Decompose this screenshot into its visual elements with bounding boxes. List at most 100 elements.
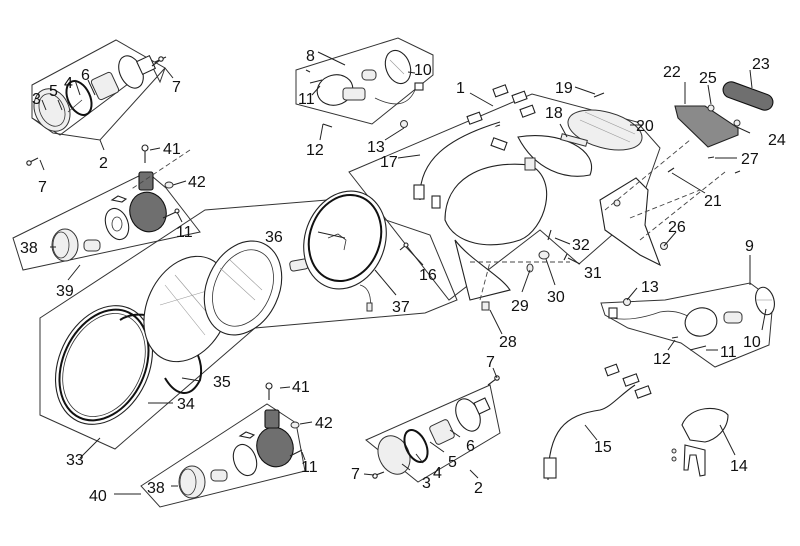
callout-16: 16 — [419, 267, 437, 284]
callout-32: 32 — [572, 237, 590, 254]
callout-4: 4 — [433, 465, 442, 482]
screw-21 — [667, 167, 675, 173]
screw-7-lower-left — [372, 471, 385, 479]
callouts: 1 2 2 3 3 4 4 5 5 6 6 7 7 7 7 8 9 10 10 … — [20, 48, 786, 505]
tail-body — [444, 109, 643, 301]
parts — [26, 49, 775, 499]
bolt-41-bottom — [265, 382, 273, 400]
alignment-lines — [129, 139, 726, 301]
callout-37: 37 — [392, 299, 410, 316]
callout-7: 7 — [172, 79, 181, 96]
callout-11: 11 — [720, 344, 737, 361]
callout-31: 31 — [584, 265, 602, 282]
callout-34: 34 — [177, 396, 195, 413]
callout-2: 2 — [474, 480, 483, 497]
callout-30: 30 — [547, 289, 565, 306]
callout-21: 21 — [704, 193, 722, 210]
screw-19 — [593, 92, 605, 98]
callout-40: 40 — [89, 488, 107, 505]
callout-10: 10 — [414, 62, 432, 79]
callout-22: 22 — [663, 64, 681, 81]
callout-33: 33 — [66, 452, 84, 469]
side-signal-9 — [608, 286, 775, 351]
callout-29: 29 — [511, 298, 529, 315]
reflector-housing-22 — [674, 105, 739, 148]
screws-27 — [707, 156, 741, 174]
side-signal-8 — [309, 49, 424, 106]
callout-5: 5 — [49, 83, 58, 100]
bolt-41-top — [141, 144, 149, 163]
screw-7-lower-top — [487, 375, 500, 386]
headlight-assembly — [54, 190, 387, 425]
washer-42-top — [164, 181, 174, 189]
turn-signal-rear-left — [33, 54, 167, 132]
group-outline-front-signal-39 — [12, 171, 201, 271]
nut-13-top — [400, 120, 408, 128]
grommets-24-25 — [707, 104, 741, 127]
callout-9: 9 — [745, 238, 754, 255]
group-outline-side-signal-9 — [600, 282, 774, 368]
callout-38: 38 — [20, 240, 38, 257]
callout-5: 5 — [448, 454, 457, 471]
callout-11: 11 — [176, 224, 193, 241]
callout-17: 17 — [380, 154, 398, 171]
cable-15 — [543, 363, 652, 481]
group-outlines — [12, 37, 774, 508]
callout-25: 25 — [699, 70, 717, 87]
nut-13-right — [623, 298, 631, 306]
callout-42: 42 — [188, 174, 206, 191]
group-outline-headlight-33 — [39, 199, 458, 450]
group-outline-front-signal-40 — [140, 403, 306, 508]
callout-7: 7 — [486, 354, 495, 371]
plate-bracket — [599, 177, 662, 267]
callout-41: 41 — [163, 141, 181, 158]
callout-11: 11 — [301, 459, 318, 476]
callout-12: 12 — [653, 351, 671, 368]
callout-36: 36 — [265, 229, 283, 246]
screw-7-top — [151, 56, 164, 67]
callout-13: 13 — [641, 279, 659, 296]
screw-16 — [399, 242, 409, 251]
callout-2: 2 — [99, 155, 108, 172]
leader-lines — [39, 51, 767, 495]
callout-38: 38 — [147, 480, 165, 497]
reflector-23 — [722, 81, 774, 111]
callout-14: 14 — [730, 458, 748, 475]
callout-7: 7 — [38, 179, 47, 196]
callout-23: 23 — [752, 56, 770, 73]
callout-26: 26 — [668, 219, 686, 236]
callout-10: 10 — [743, 334, 761, 351]
callout-18: 18 — [545, 105, 563, 122]
callout-19: 19 — [555, 80, 573, 97]
callout-27: 27 — [741, 151, 759, 168]
callout-8: 8 — [306, 48, 315, 65]
front-signal-40 — [178, 409, 303, 499]
callout-39: 39 — [56, 283, 74, 300]
callout-4: 4 — [64, 75, 73, 92]
callout-6: 6 — [466, 438, 475, 455]
group-outline-edge — [31, 67, 166, 141]
callout-7: 7 — [351, 466, 360, 483]
callout-15: 15 — [594, 439, 612, 456]
bolt-12-top — [322, 123, 333, 128]
callout-3: 3 — [32, 91, 41, 108]
callout-6: 6 — [81, 67, 90, 84]
fixings-28-32 — [481, 229, 568, 311]
callout-35: 35 — [213, 374, 231, 391]
callout-42: 42 — [315, 415, 333, 432]
wiring-harness-17 — [413, 84, 536, 209]
bolt-12-right — [671, 336, 679, 339]
callout-13: 13 — [367, 139, 385, 156]
callout-1: 1 — [456, 80, 465, 97]
group-outline-side-signal-8 — [295, 37, 434, 125]
callout-20: 20 — [636, 118, 654, 135]
callout-12: 12 — [306, 142, 324, 159]
callout-11: 11 — [298, 91, 315, 108]
washer-42-bottom — [290, 421, 300, 429]
screw-7-left — [26, 157, 39, 166]
front-signal-39 — [51, 171, 180, 262]
callout-28: 28 — [499, 334, 517, 351]
callout-24: 24 — [768, 132, 786, 149]
callout-3: 3 — [422, 475, 431, 492]
